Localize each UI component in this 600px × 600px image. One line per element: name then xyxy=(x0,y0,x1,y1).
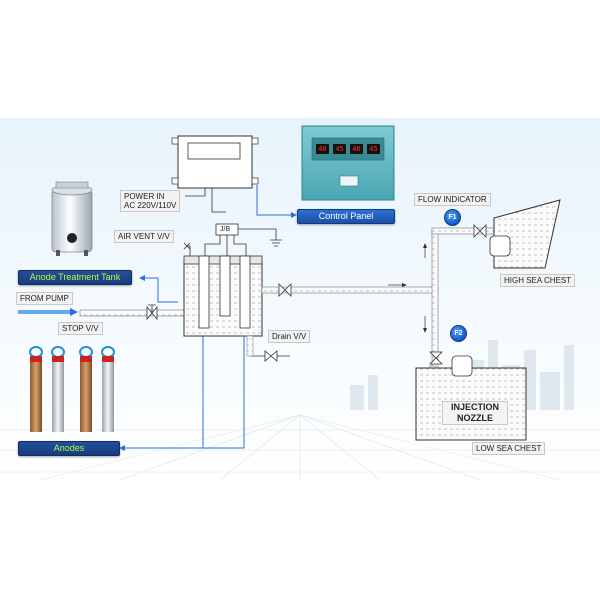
control-panel-image xyxy=(301,125,395,201)
low-chest-valve xyxy=(429,351,443,365)
anode-treatment-tank-button[interactable]: Anode Treatment Tank xyxy=(18,270,132,285)
drain-valve-label: Drain V/V xyxy=(268,330,311,343)
jb-label: J/B xyxy=(220,226,231,233)
readout-2: 45 xyxy=(333,144,346,154)
stop-valve-label: STOP V/V xyxy=(58,322,103,335)
high-sea-chest-label: HIGH SEA CHEST xyxy=(500,274,576,287)
air-vent-valve xyxy=(183,242,191,250)
anode-link-arrow-2 xyxy=(203,328,245,449)
anodes-button[interactable]: Anodes xyxy=(18,441,120,456)
readout-4: 45 xyxy=(367,144,380,154)
flow-indicator-f1: F1 xyxy=(444,209,461,226)
control-panel-button[interactable]: Control Panel xyxy=(297,209,395,224)
high-chest-nozzle xyxy=(489,235,511,257)
power-in-label-line2: AC 220V/110V xyxy=(124,201,177,210)
low-sea-chest-label: LOW SEA CHEST xyxy=(472,442,546,455)
air-vent-label: AIR VENT V/V xyxy=(114,230,174,243)
injection-nozzle-label: INJECTION NOZZLE xyxy=(442,401,508,425)
power-in-label-line1: POWER IN xyxy=(124,192,165,201)
flow-indicator-f2: F2 xyxy=(450,325,467,342)
tank-link-arrow xyxy=(139,275,178,303)
power-cable xyxy=(185,188,206,197)
anode-rod-3 xyxy=(239,255,251,329)
drain-valve-symbol xyxy=(264,350,278,362)
power-to-jb-cable xyxy=(211,188,226,213)
injection-nozzle-line1: INJECTION xyxy=(450,402,499,412)
high-chest-valve xyxy=(473,224,487,238)
power-box xyxy=(171,135,259,189)
anode-rod-1 xyxy=(198,255,210,329)
ground-wire xyxy=(238,228,277,240)
anode-treatment-tank-image xyxy=(51,181,93,256)
inlet-pipe xyxy=(79,309,187,317)
ground-symbol xyxy=(270,239,282,247)
stop-valve-handle xyxy=(148,304,156,313)
injection-nozzle-line2: NOZZLE xyxy=(457,413,493,423)
anode-wires xyxy=(204,235,247,256)
high-chest-pipe xyxy=(431,227,505,235)
from-pump-label: FROM PUMP xyxy=(16,292,73,305)
power-in-label: POWER IN AC 220V/110V xyxy=(120,190,181,212)
flow-indicator-label: FLOW INDICATOR xyxy=(414,193,491,206)
readout-3: 40 xyxy=(350,144,363,154)
power-to-control-panel-arrow xyxy=(256,185,297,218)
from-pump-arrowhead xyxy=(70,308,78,316)
low-chest-nozzle xyxy=(451,355,473,377)
anode-rod-2 xyxy=(219,255,231,317)
riser-pipe xyxy=(431,229,439,369)
readout-1: 40 xyxy=(316,144,329,154)
outlet-valve-symbol xyxy=(278,283,292,297)
anodes-image xyxy=(29,346,115,432)
